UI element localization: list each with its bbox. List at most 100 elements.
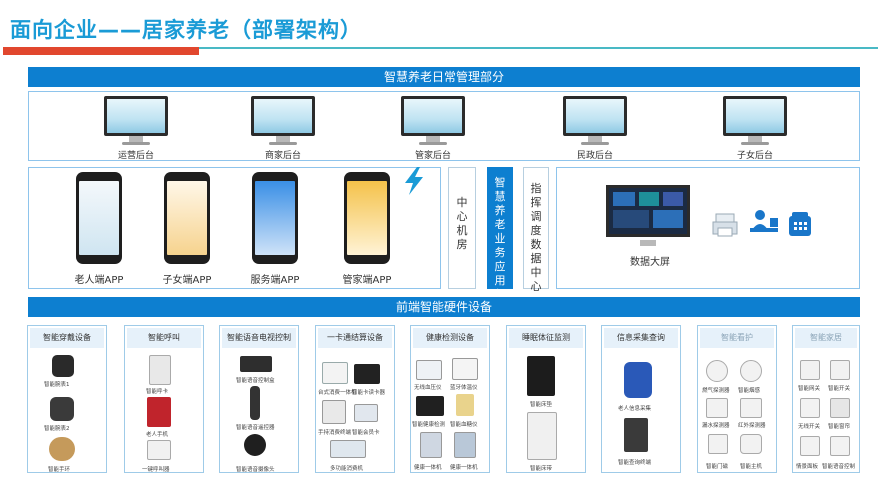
device-label: 智能窗帘	[828, 424, 851, 430]
device-label: 情景面板	[796, 464, 819, 470]
monitor-operations	[104, 96, 168, 145]
device-label: 智能床垫	[530, 402, 553, 408]
device-label: 智能会员卡	[352, 430, 380, 436]
big-screen-monitor	[606, 185, 690, 237]
device-label: 智能语音摄像头	[236, 467, 275, 473]
lightning-icon	[405, 167, 423, 195]
device-label: 台式消费一体机	[318, 390, 357, 396]
info-collector-icon	[624, 362, 652, 398]
alarm-host-icon	[740, 434, 762, 454]
pos-terminal-icon	[322, 362, 348, 384]
backend-label: 子女后台	[736, 151, 773, 161]
device-label: 智能语音控制	[822, 464, 856, 470]
device-label: 无线血压仪	[414, 385, 442, 391]
mattress-sensor-icon	[527, 356, 555, 396]
backend-label: 管家后台	[414, 151, 451, 161]
handheld-terminal-icon	[322, 400, 346, 424]
datacenter-panel	[556, 167, 860, 289]
device-label: 手持消费终端	[318, 430, 352, 436]
app-label: 管家端APP	[342, 275, 392, 286]
phone-children	[164, 172, 210, 264]
health-check-icon	[416, 396, 444, 416]
machine-room-label: 中心机房	[456, 196, 468, 251]
front-hardware-bar-label: 前端智能硬件设备	[395, 300, 492, 314]
camera-icon	[244, 434, 266, 456]
device-label: 智能呼卡	[146, 389, 169, 395]
category-title: 睡眠体征监测	[509, 328, 583, 348]
device-label: 智能腕表2	[44, 426, 70, 432]
device-label: 智能开关	[828, 386, 851, 392]
sleep-belt-icon	[527, 412, 557, 460]
phone-service	[252, 172, 298, 264]
device-label: 健康一体机	[414, 465, 442, 471]
device-label: 燃气探测器	[702, 388, 730, 394]
device-label: 智能腕表1	[44, 382, 70, 388]
device-label: 智能门磁	[706, 464, 729, 470]
device-label: 智能语音控制盒	[236, 378, 275, 384]
category-title: 智能穿戴设备	[30, 328, 104, 348]
machine-room-box	[448, 167, 476, 289]
device-label: 红外探测器	[738, 423, 766, 429]
device-label: 智能查询终端	[618, 460, 652, 466]
category-title: 智能语音电视控制	[222, 328, 296, 348]
printer-icon	[712, 213, 738, 237]
health-kiosk-icon	[420, 432, 442, 458]
command-center-box	[523, 167, 549, 289]
device-label: 蓝牙体温仪	[450, 385, 478, 391]
member-card-icon	[354, 404, 378, 422]
gas-detector-icon	[706, 360, 728, 382]
platform-column	[487, 167, 513, 289]
card-reader-icon	[354, 364, 380, 384]
band-icon	[49, 437, 75, 461]
management-bar-label: 智慧养老日常管理部分	[383, 70, 504, 84]
monitor-civil-affairs	[563, 96, 627, 145]
front-hardware-bar: 前端智能硬件设备	[28, 297, 860, 317]
bp-monitor-icon	[416, 360, 442, 380]
device-label: 无线开关	[798, 424, 821, 430]
staff-desk-icon	[750, 210, 778, 232]
device-label: 一键呼叫器	[142, 467, 170, 473]
voice-box-icon	[240, 356, 272, 372]
gateway-icon	[800, 360, 820, 380]
phone-icon	[789, 212, 811, 236]
category-title: 智能家居	[795, 328, 857, 348]
device-label: 智能网关	[798, 386, 821, 392]
device-label: 多功能消费机	[330, 466, 364, 472]
category-title: 智能呼叫	[127, 328, 201, 348]
device-label: 智能手环	[48, 467, 71, 473]
backend-label: 商家后台	[264, 151, 301, 161]
smoke-detector-icon	[740, 360, 762, 382]
switch-icon	[830, 360, 850, 380]
voice-control-icon	[830, 436, 850, 456]
category-title: 信息采集查询	[604, 328, 678, 348]
title-accent-bar	[3, 47, 199, 55]
management-bar: 智慧养老日常管理部分	[28, 67, 860, 87]
backend-label: 运营后台	[117, 151, 154, 161]
device-label: 智能血糖仪	[450, 422, 478, 428]
monitor-children	[723, 96, 787, 145]
sos-button-icon	[147, 440, 171, 460]
scene-panel-icon	[800, 436, 820, 456]
monitor-merchant	[251, 96, 315, 145]
app-label: 服务端APP	[250, 275, 300, 286]
big-screen-stand	[640, 240, 656, 246]
remote-icon	[250, 386, 260, 420]
page-title: 面向企业——居家养老（部署架构）	[10, 18, 362, 42]
device-label: 智能烟感	[738, 388, 761, 394]
category-title: 健康检测设备	[413, 328, 487, 348]
app-label: 老人端APP	[74, 275, 124, 286]
glucose-meter-icon	[456, 394, 474, 416]
category-title: 智能看护	[700, 328, 774, 348]
platform-label: 智慧养老业务应用部分	[494, 176, 506, 315]
phone-butler	[344, 172, 390, 264]
wireless-switch-icon	[800, 398, 820, 418]
water-detector-icon	[706, 398, 728, 418]
senior-phone-icon	[147, 397, 171, 427]
command-center-label: 指挥调度数据中心	[530, 182, 542, 293]
infrared-detector-icon	[740, 398, 762, 418]
watch-icon	[50, 397, 74, 421]
big-screen-label: 数据大屏	[630, 257, 670, 268]
device-label: 健康一体机	[450, 465, 478, 471]
query-kiosk-icon	[624, 418, 648, 452]
device-label: 智能语音遥控器	[236, 425, 275, 431]
